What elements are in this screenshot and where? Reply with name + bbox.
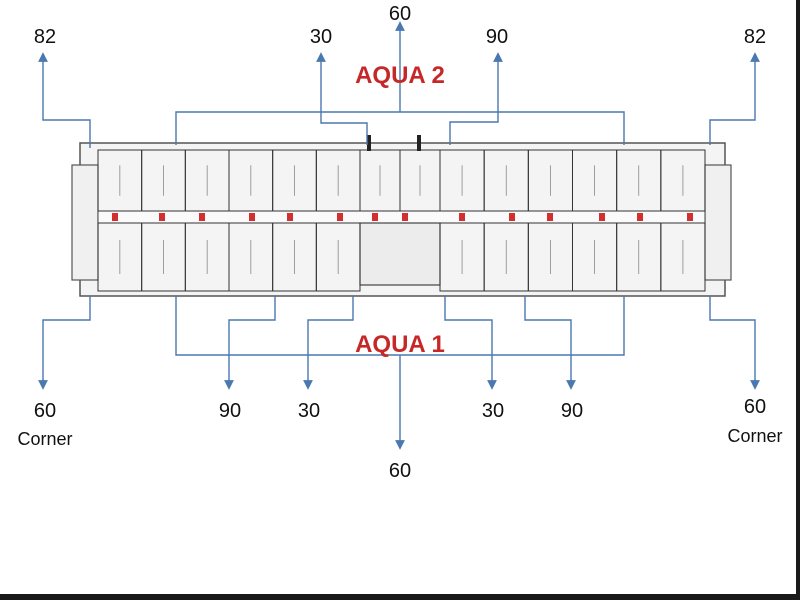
- title-aqua-1: AQUA 1: [355, 331, 445, 358]
- arrow-top-90: [449, 52, 503, 145]
- label-bottom-60: 60: [388, 460, 412, 482]
- door-marker: [249, 213, 255, 221]
- label-top-60: 60: [388, 3, 412, 25]
- core-lobby: [359, 222, 441, 286]
- door-marker: [112, 213, 118, 221]
- label-top-right-82: 82: [743, 26, 767, 48]
- door-marker: [687, 213, 693, 221]
- door-marker: [372, 213, 378, 221]
- core-mark-right: [417, 135, 421, 151]
- label-bottom-left-90: 90: [218, 400, 242, 422]
- right-corner-block: [704, 164, 732, 281]
- arrow-top-left-82: [38, 52, 91, 148]
- arrow-bottom-left-90: [224, 296, 276, 390]
- south-right-unit: [660, 222, 706, 292]
- arrow-bottom-left-30: [303, 296, 354, 390]
- label-bottom-left-30: 30: [297, 400, 321, 422]
- label-bottom-right-60: 60: [743, 396, 767, 418]
- core-mark-left: [367, 135, 371, 151]
- left-corner-block: [71, 164, 99, 281]
- label-bottom-right-90: 90: [560, 400, 584, 422]
- door-marker: [459, 213, 465, 221]
- arrow-bottom-right-30: [444, 296, 497, 390]
- label-bottom-left-corner: Corner: [17, 429, 73, 449]
- bottom-leader-lines: [38, 296, 760, 450]
- label-top-90: 90: [485, 26, 509, 48]
- corridor-markers: [112, 213, 693, 221]
- label-top-left-82: 82: [33, 26, 57, 48]
- floor-plan: [71, 135, 732, 297]
- bottom-frame-edge: [0, 594, 800, 600]
- north-right-unit: [660, 149, 706, 212]
- door-marker: [637, 213, 643, 221]
- top-leader-lines: [38, 21, 760, 148]
- aqua2-bracket: [175, 111, 625, 145]
- arrow-bottom-left-60: [38, 296, 91, 390]
- door-marker: [599, 213, 605, 221]
- arrow-top-right-82: [709, 52, 760, 145]
- arrow-top-30: [316, 52, 368, 145]
- door-marker: [337, 213, 343, 221]
- door-marker: [287, 213, 293, 221]
- door-marker: [402, 213, 408, 221]
- apartment-units: [97, 149, 706, 292]
- title-aqua-2: AQUA 2: [355, 62, 445, 89]
- right-frame-edge: [796, 0, 800, 600]
- label-top-30: 30: [309, 26, 333, 48]
- door-marker: [547, 213, 553, 221]
- door-marker: [199, 213, 205, 221]
- label-bottom-right-corner: Corner: [727, 426, 783, 446]
- south-left-unit: [315, 222, 361, 292]
- label-bottom-left-60: 60: [33, 400, 57, 422]
- corridor: [97, 210, 706, 224]
- door-marker: [159, 213, 165, 221]
- label-bottom-right-30: 30: [481, 400, 505, 422]
- door-marker: [509, 213, 515, 221]
- arrow-bottom-right-60: [709, 296, 760, 390]
- arrow-bottom-right-90: [524, 296, 576, 390]
